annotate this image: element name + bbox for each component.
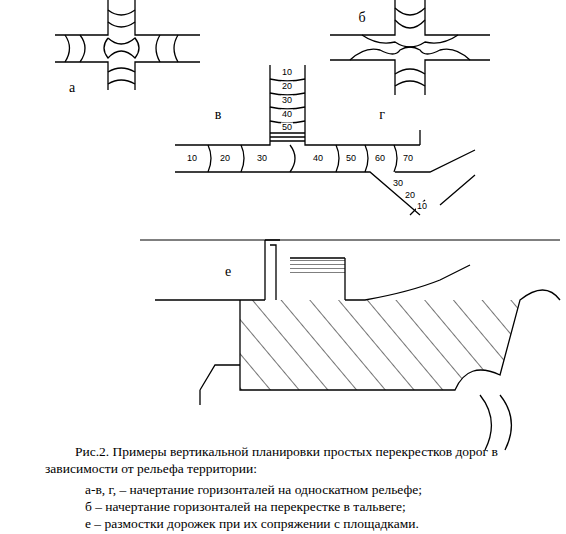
contour-elevation: 50 xyxy=(345,154,357,163)
figure-letter: в xyxy=(215,108,222,122)
contour-elevation: 10 xyxy=(281,68,293,77)
figure-letter: е xyxy=(225,265,231,279)
crossroad-a xyxy=(55,0,200,90)
contour-elevation: 60 xyxy=(374,154,386,163)
contour-elevation: 10 xyxy=(416,202,428,211)
caption-item: е – размостки дорожек при их сопряжении … xyxy=(85,516,555,533)
path-platform-junction xyxy=(140,240,560,450)
figure-letter: а xyxy=(69,81,75,95)
contour-elevation: 20 xyxy=(281,82,293,91)
t-junction-v-g xyxy=(175,65,475,215)
contour-elevation: 20 xyxy=(404,191,416,200)
contour-elevation: 30 xyxy=(256,154,268,163)
contour-elevation: 30 xyxy=(392,179,404,188)
caption-item: б – начертание горизонталей на перекрест… xyxy=(85,499,555,516)
figure-letter: г xyxy=(379,108,385,122)
contour-elevation: 40 xyxy=(281,110,293,119)
contour-elevation: 20 xyxy=(219,154,231,163)
contour-elevation: 30 xyxy=(281,96,293,105)
contour-elevation: 10 xyxy=(186,154,198,163)
contour-elevation: 70 xyxy=(402,154,414,163)
contour-elevation: 50 xyxy=(281,123,293,132)
crossroad-b xyxy=(330,0,490,95)
contour-elevation: 40 xyxy=(312,154,324,163)
figure-letter: б xyxy=(358,11,365,25)
figure-caption: Рис.2. Примеры вертикальной планировки п… xyxy=(45,444,545,478)
caption-item: а-в, г, – начертание горизонталей на одн… xyxy=(85,482,555,499)
